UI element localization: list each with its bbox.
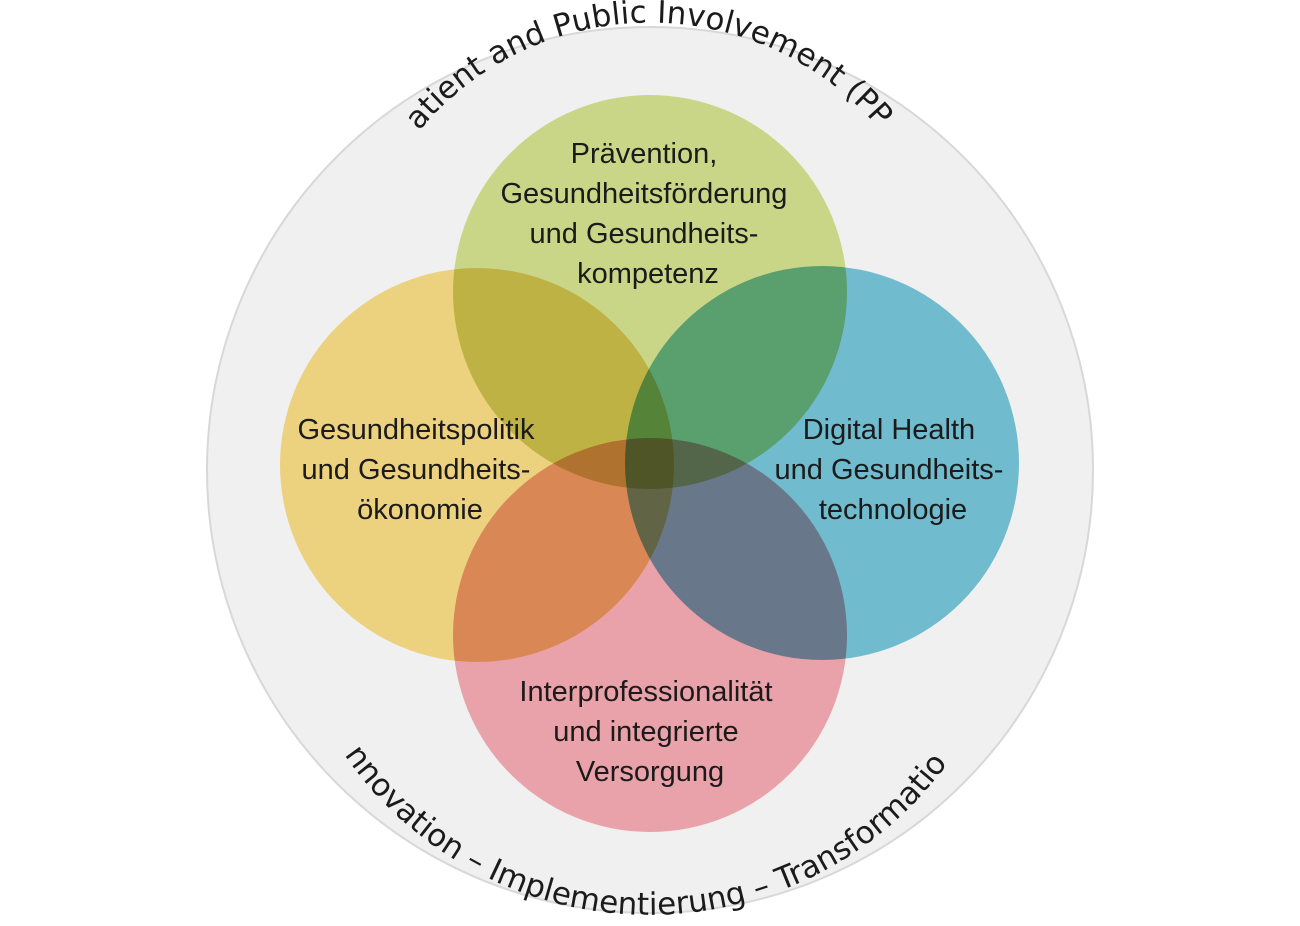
label-interprofessionalitaet: Interprofessionalität und integrierte Ve… [519,676,780,788]
gesundheitspolitik-line-1: Gesundheitspolitik [297,414,534,446]
circle-interprofessionalitaet [453,438,847,832]
praevention-line-2: Gesundheitsförderung [500,178,787,210]
interprofessionalitaet-line-3: Versorgung [576,756,724,788]
label-gesundheitspolitik: Gesundheitspolitik und Gesundheits- ökon… [297,414,542,526]
gesundheitspolitik-line-3: ökonomie [357,494,483,526]
praevention-line-1: Prävention, [571,138,718,170]
interprofessionalitaet-line-2: und integrierte [553,716,738,748]
label-praevention: Prävention, Gesundheitsförderung und Ges… [500,138,795,290]
interprofessionalitaet-line-1: Interprofessionalität [519,676,772,708]
digital-health-line-1: Digital Health [803,414,975,446]
circles-group [280,95,1019,832]
praevention-line-4: kompetenz [577,258,719,290]
gesundheitspolitik-line-2: und Gesundheits- [302,454,531,486]
praevention-line-3: und Gesundheits- [530,218,759,250]
digital-health-line-3: technologie [819,494,967,526]
label-digital-health: Digital Health und Gesundheits- technolo… [775,414,1012,526]
digital-health-line-2: und Gesundheits- [775,454,1004,486]
